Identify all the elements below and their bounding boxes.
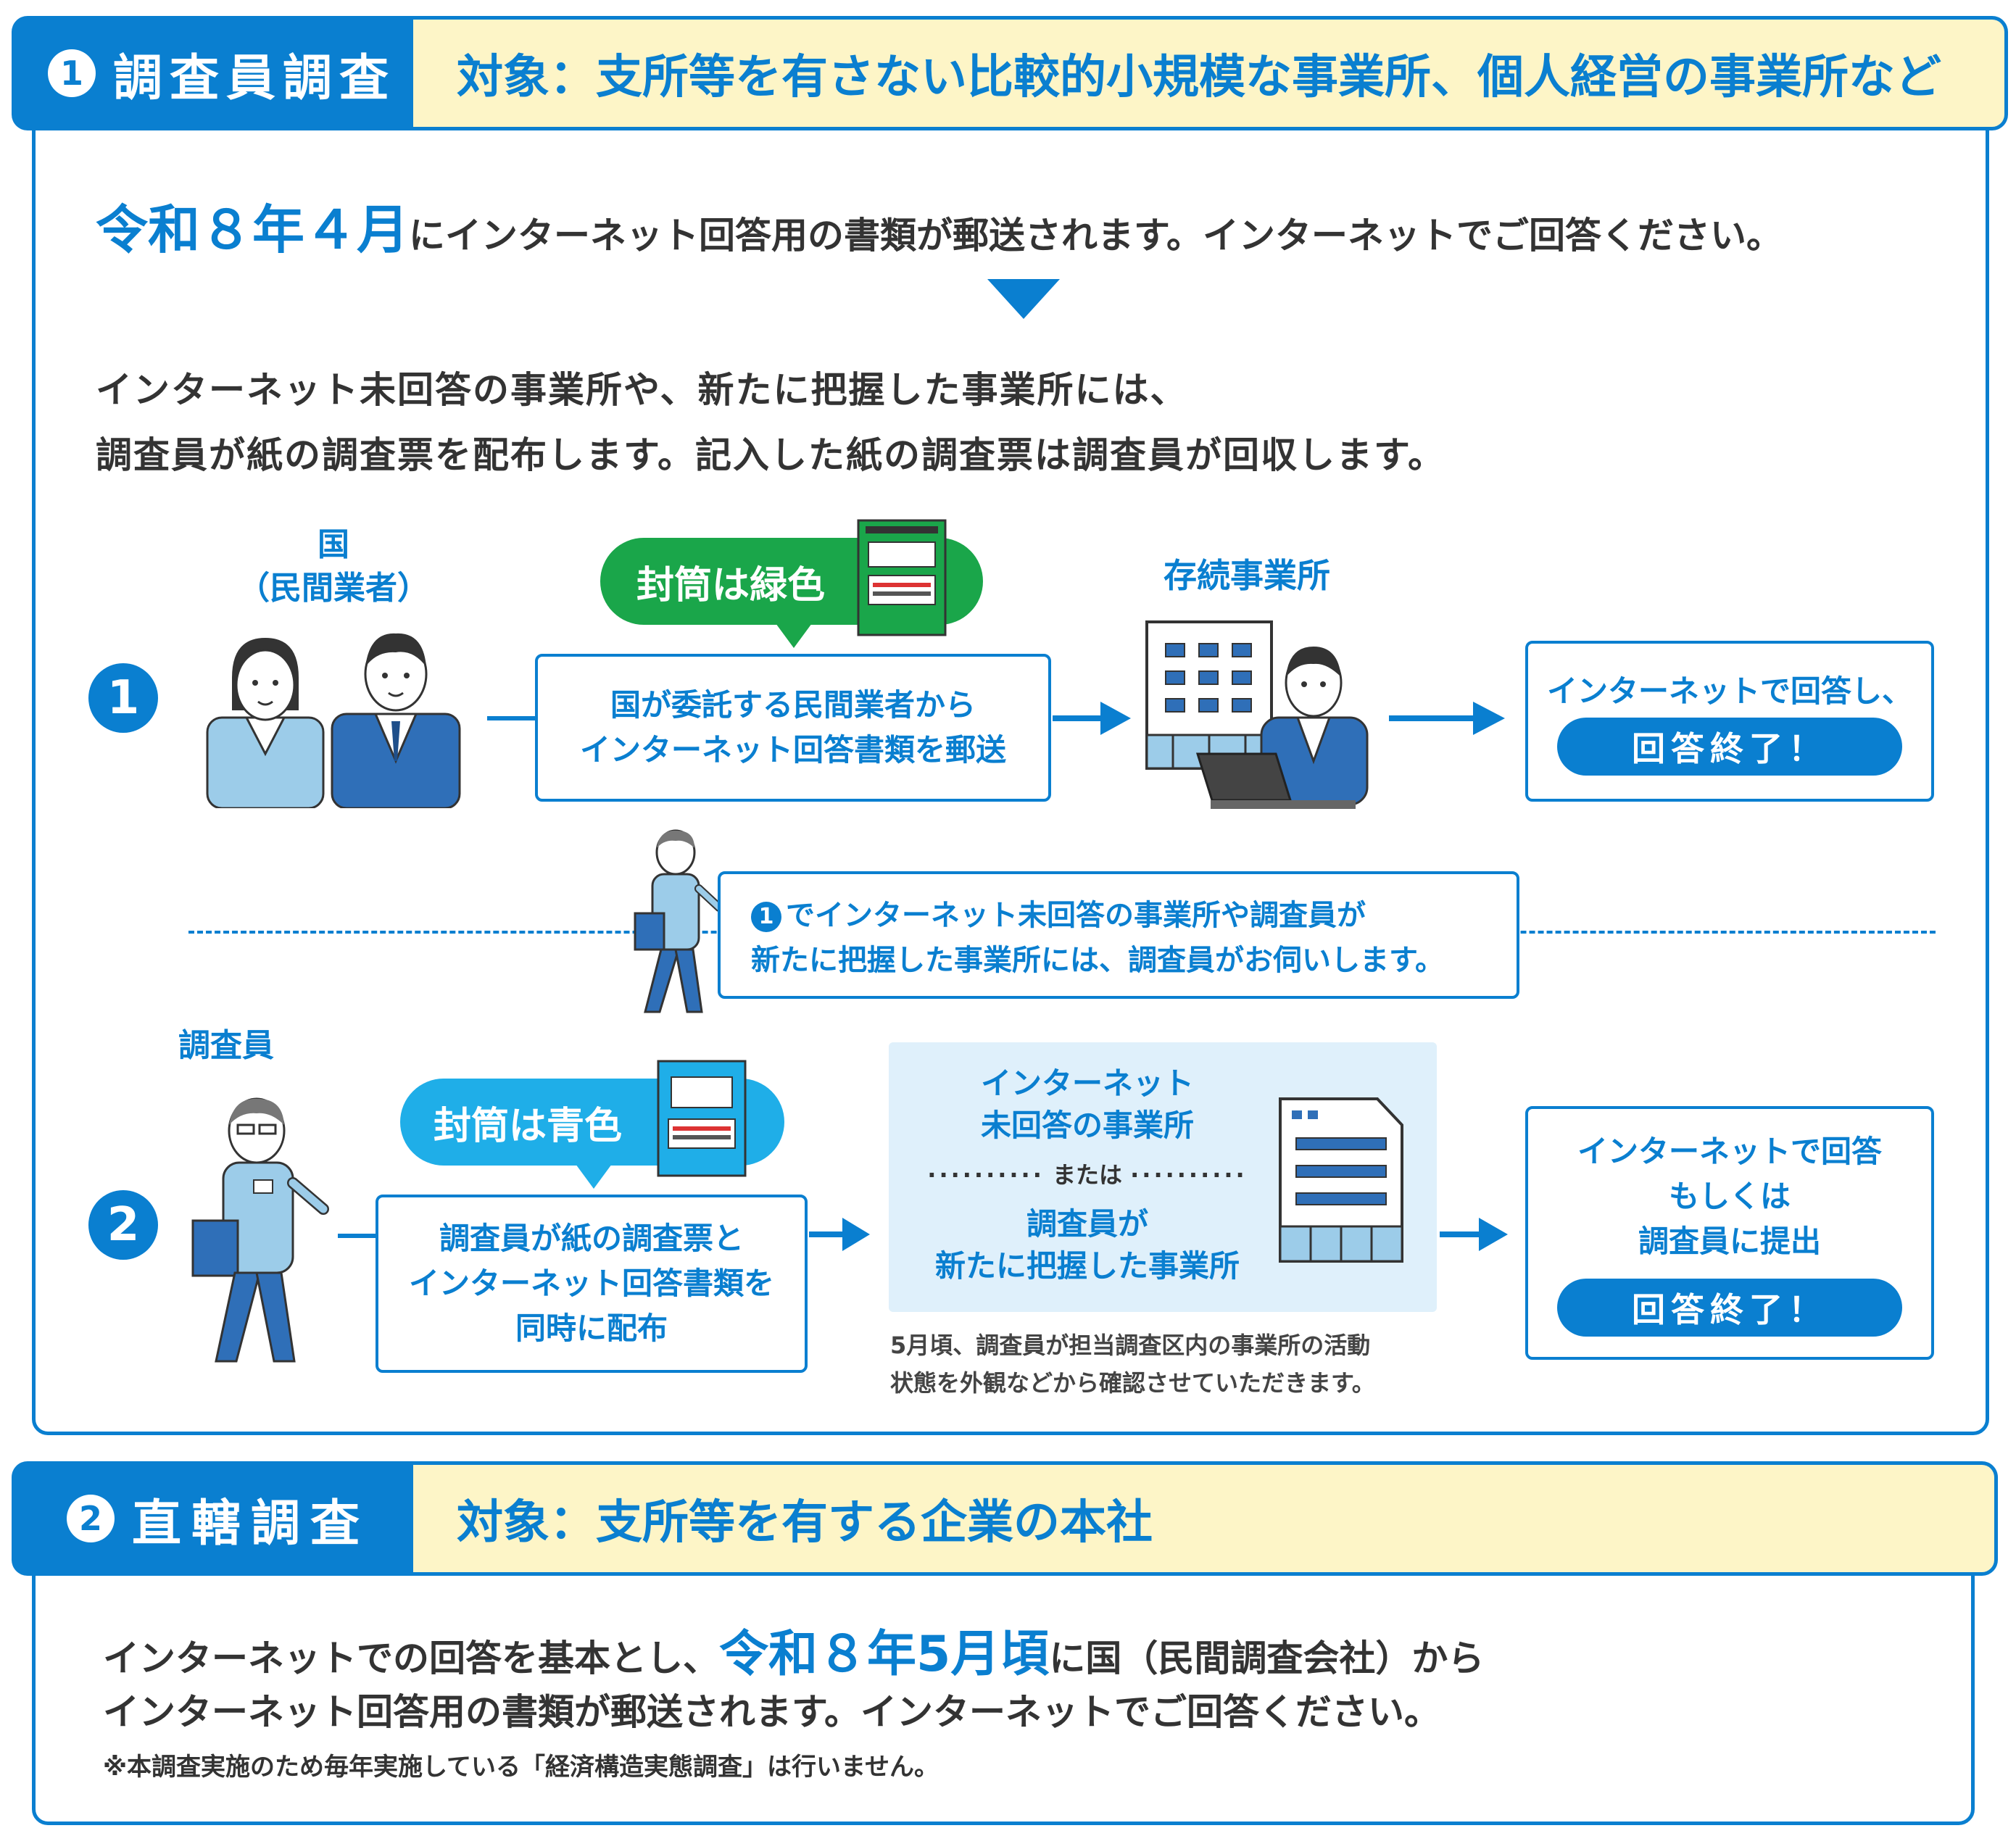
- section2-line2: インターネット回答用の書類が郵送されます。インターネットでご回答ください。: [103, 1691, 1440, 1733]
- country-label-line1: 国: [318, 526, 349, 563]
- section1-header-title: 1 調査員調査: [12, 16, 413, 130]
- section2-header-title: 2 直轄調査: [12, 1461, 413, 1576]
- people-icon: [206, 633, 461, 808]
- step1-description-box: 国が委託する民間業者から インターネット回答書類を郵送: [535, 654, 1051, 802]
- section2-note: ※本調査実施のため毎年実施している「経済構造実態調査」は行いません。: [103, 1753, 939, 1782]
- section1-desc-line2: 調査員が紙の調査票を配布します。記入した紙の調査票は調査員が回収します。: [96, 434, 1445, 476]
- step2-result-pill-text: 回答終了！: [1632, 1290, 1828, 1329]
- step2-note-line2: 状態を外観などから確認させていただきます。: [890, 1369, 1375, 1397]
- step1-bubble-text: 封筒は緑色: [636, 563, 826, 607]
- step2-result-line1: インターネットで回答: [1577, 1134, 1882, 1169]
- section2-title: 直轄調査: [132, 1495, 370, 1553]
- section1-lead-text: にインターネット回答用の書類が郵送されます。インターネットでご回答ください。: [409, 215, 1783, 257]
- section1-lead-date: 令和８年４月: [96, 199, 410, 260]
- arrow-right-icon: [809, 1218, 870, 1251]
- step2-box-line1: 調査員が紙の調査票と: [439, 1221, 744, 1256]
- step2-box-line2: インターネット回答書類を: [408, 1266, 774, 1301]
- business-label: 存続事業所: [1163, 556, 1330, 595]
- section1-number-badge: 1: [48, 49, 96, 97]
- step2-result-line3: 調査員に提出: [1638, 1224, 1821, 1259]
- section2-line1: インターネットでの回答を基本とし、令和８年5月頃に国（民間調査会社）から: [103, 1613, 1484, 1685]
- step1-connector-line: [487, 716, 536, 720]
- step2-connector-line: [338, 1234, 378, 1238]
- step2-target-text: インターネット 未回答の事業所 ·········· または ·········…: [899, 1063, 1276, 1287]
- step2-bubble-text: 封筒は青色: [434, 1104, 623, 1148]
- step1-result-pill: 回答終了！: [1557, 718, 1902, 776]
- step1-result-line1: インターネットで回答し、: [1546, 673, 1912, 709]
- section2-line1-date: 令和８年5月頃: [719, 1626, 1050, 1683]
- arrow-down-icon: [987, 279, 1060, 319]
- divider-note-text1: でインターネット未回答の事業所や調査員が: [786, 899, 1366, 932]
- country-label-line2: （民間業者）: [238, 570, 429, 607]
- section1-title: 調査員調査: [113, 49, 397, 107]
- section1-target-text: 対象：支所等を有さない比較的小規模な事業所、個人経営の事業所など: [457, 51, 1941, 104]
- step2-target-line4: 新たに把握した事業所: [934, 1248, 1240, 1284]
- bubble-tail: [776, 623, 812, 648]
- section2-header-target: 対象：支所等を有する企業の本社: [413, 1461, 1998, 1576]
- walking-investigator-icon: [191, 1097, 329, 1363]
- divider-note-line2: 新たに把握した事業所には、調査員がお伺いします。: [751, 944, 1444, 977]
- section1-lead: 令和８年４月にインターネット回答用の書類が郵送されます。インターネットでご回答く…: [96, 187, 1951, 263]
- arrow-right-icon: [1440, 1218, 1508, 1251]
- arrow-right-icon: [1389, 702, 1505, 735]
- step1-box-line1: 国が委託する民間業者から: [610, 687, 976, 723]
- office-building-icon: [1279, 1097, 1403, 1263]
- investigator-label: 調査員: [178, 1027, 274, 1064]
- step2-target-or-text: または: [1052, 1161, 1122, 1189]
- section2-line1-pre: インターネットでの回答を基本とし、: [103, 1637, 719, 1679]
- step1-number-badge: 1: [88, 663, 158, 733]
- divider-note-number-badge: 1: [751, 902, 781, 932]
- step2-note: 5月頃、調査員が担当調査区内の事業所の活動 状態を外観などから確認させていただき…: [890, 1326, 1375, 1402]
- worker-laptop-icon: [1195, 647, 1369, 809]
- section2-target-text: 対象：支所等を有する企業の本社: [457, 1496, 1153, 1550]
- section2-line1-post: に国（民間調査会社）から: [1049, 1637, 1485, 1679]
- walking-investigator-icon: [634, 829, 723, 1013]
- step2-target-line2: 未回答の事業所: [980, 1108, 1194, 1143]
- arrow-right-icon: [1053, 702, 1131, 735]
- step2-note-line1: 5月頃、調査員が担当調査区内の事業所の活動: [890, 1332, 1371, 1359]
- step2-box-line3: 同時に配布: [515, 1310, 668, 1346]
- section1-desc-line1: インターネット未回答の事業所や、新たに把握した事業所には、: [96, 369, 1188, 411]
- step2-target-line1: インターネット: [980, 1066, 1194, 1101]
- step1-result-pill-text: 回答終了！: [1632, 729, 1828, 768]
- bubble-tail: [576, 1164, 612, 1189]
- section1-header-target: 対象：支所等を有さない比較的小規模な事業所、個人経営の事業所など: [413, 16, 2008, 130]
- step2-target-line3: 調査員が: [1026, 1206, 1148, 1242]
- building-icon: [1145, 620, 1273, 770]
- step2-description-box: 調査員が紙の調査票と インターネット回答書類を 同時に配布: [376, 1195, 808, 1373]
- envelope-icon: [857, 519, 947, 636]
- section2-number-badge: 2: [67, 1495, 115, 1542]
- step2-result-pill: 回答終了！: [1557, 1279, 1902, 1337]
- country-label: 国 （民間業者）: [217, 523, 449, 610]
- envelope-icon: [657, 1060, 747, 1177]
- step2-number-badge: 2: [88, 1190, 158, 1260]
- step2-target-or: ·········· または ··········: [927, 1161, 1248, 1189]
- step1-box-line2: インターネット回答書類を郵送: [579, 732, 1006, 768]
- step2-result-line2: もしくは: [1668, 1179, 1791, 1214]
